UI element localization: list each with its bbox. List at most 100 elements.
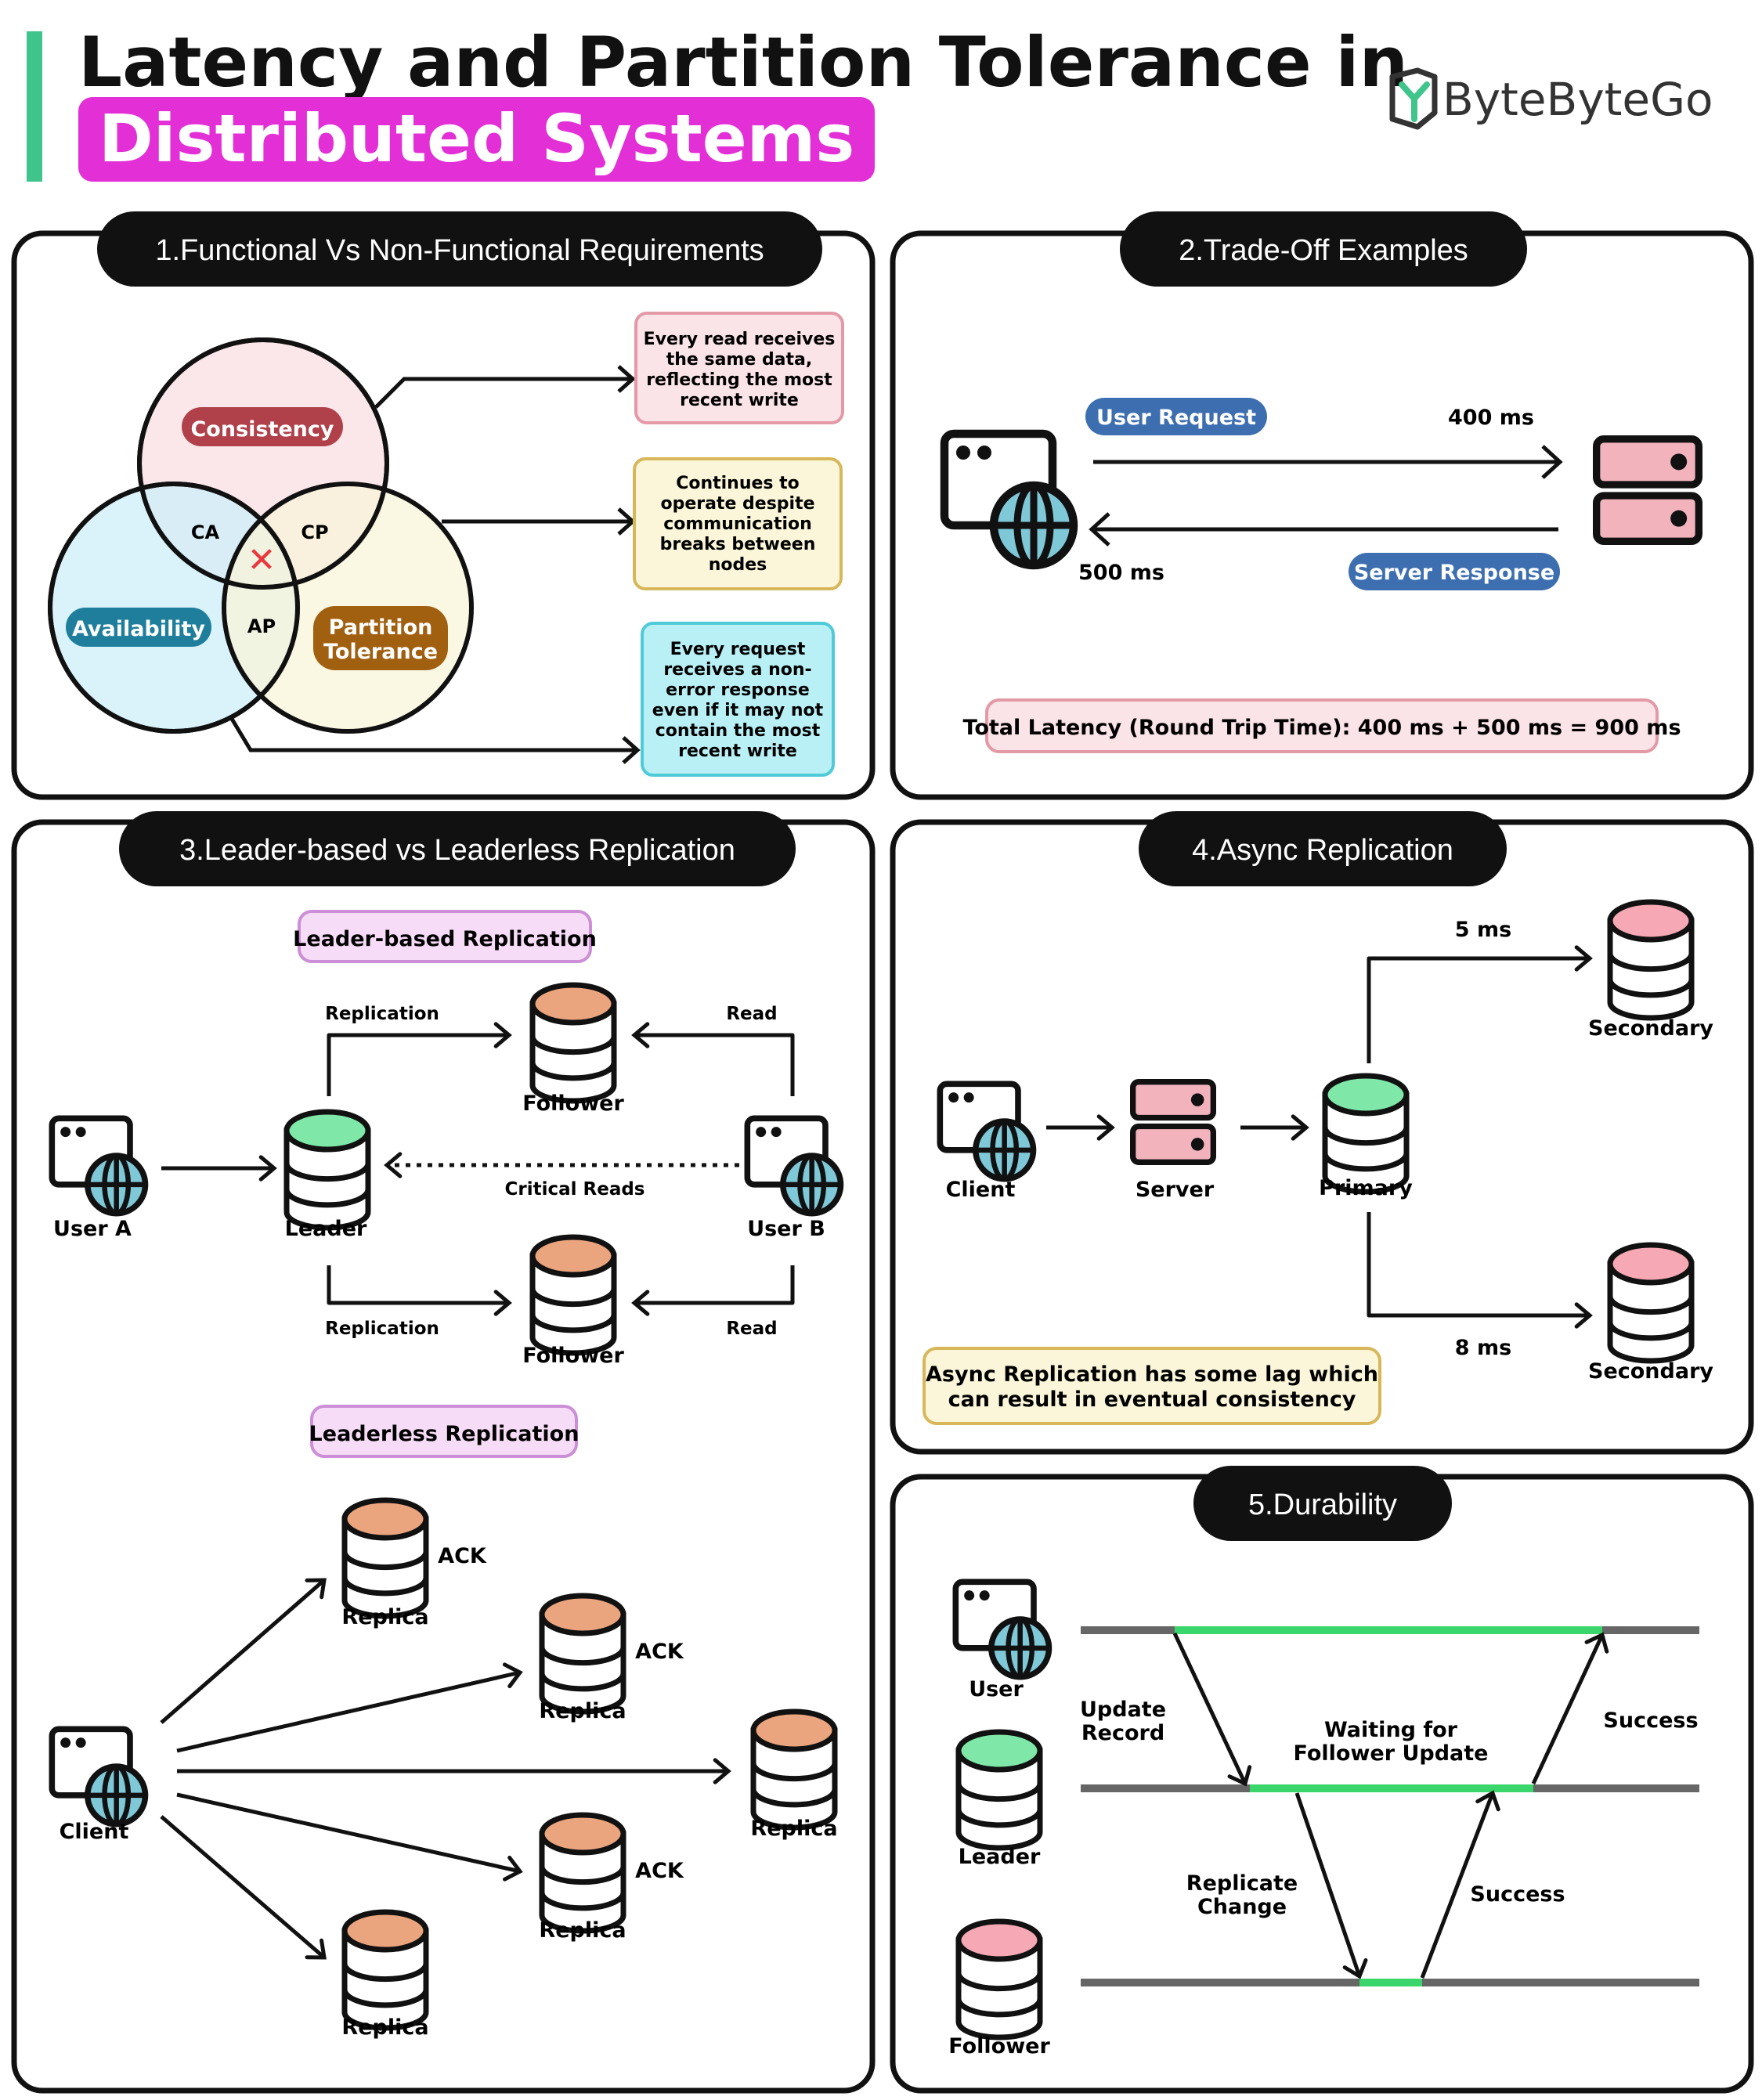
primary-database-icon bbox=[1322, 1073, 1410, 1195]
partition-def-line: breaks between bbox=[660, 535, 816, 554]
partition-label-2: Tolerance bbox=[323, 640, 438, 664]
consistency-label-pill bbox=[182, 407, 343, 446]
follower-label: Follower bbox=[522, 1091, 624, 1116]
user-request-label: User Request bbox=[1096, 406, 1256, 430]
ap-label: AP bbox=[247, 615, 276, 637]
replicate-change-label: Change bbox=[1197, 1895, 1287, 1919]
panel-4-title: 4.Async Replication bbox=[1192, 834, 1453, 867]
waiting-label: Follower Update bbox=[1294, 1741, 1489, 1766]
replica-label: Replica bbox=[341, 2015, 428, 2040]
ack-label: ACK bbox=[635, 1859, 684, 1883]
async-note-line: can result in eventual consistency bbox=[948, 1387, 1356, 1412]
replica-label: Replica bbox=[539, 1699, 626, 1723]
async-note-line: Async Replication has some lag which bbox=[926, 1362, 1378, 1387]
replication-arrow-top bbox=[327, 1033, 509, 1096]
replica-label: Replica bbox=[750, 1817, 837, 1841]
user-label: User bbox=[969, 1677, 1024, 1701]
client-browser-icon bbox=[52, 1729, 145, 1824]
consistency-def-line: the same data, bbox=[666, 350, 813, 370]
cp-label: CP bbox=[301, 521, 328, 543]
panel-4-title-pill bbox=[1139, 811, 1507, 886]
total-latency-box bbox=[985, 698, 1659, 753]
success-label: Success bbox=[1603, 1709, 1698, 1733]
client-label: Client bbox=[60, 1820, 129, 1844]
client-to-replica-arrow bbox=[176, 1670, 521, 1753]
success-label: Success bbox=[1470, 1882, 1565, 1907]
user-a-label: User A bbox=[53, 1217, 132, 1241]
availability-def-line: contain the most bbox=[655, 721, 821, 741]
cross-icon: ✕ bbox=[247, 540, 276, 580]
panel-1-title: 1.Functional Vs Non-Functional Requireme… bbox=[155, 234, 764, 267]
availability-def-line: even if it may not bbox=[652, 701, 824, 720]
user-request-pill bbox=[1085, 398, 1267, 435]
client-to-replica-arrow-head bbox=[305, 1578, 327, 1600]
server-response-label: Server Response bbox=[1354, 561, 1554, 585]
consistency-label: Consistency bbox=[190, 417, 334, 442]
waiting-label: Waiting for bbox=[1324, 1718, 1458, 1742]
primary-to-secondary-arrow-head bbox=[1574, 1302, 1593, 1329]
panel-2-title: 2.Trade-Off Examples bbox=[1179, 234, 1468, 267]
availability-def-line: recent write bbox=[678, 741, 797, 761]
total-latency-text: Total Latency (Round Trip Time): 400 ms … bbox=[962, 716, 1681, 740]
partition-label-1: Partition bbox=[329, 615, 433, 640]
page-title-highlight: Distributed Systems bbox=[78, 97, 876, 182]
server-to-primary-arrow-head bbox=[1291, 1114, 1309, 1141]
secondary-database-icon bbox=[1607, 1242, 1695, 1364]
replica-database-icon bbox=[341, 1497, 429, 1619]
read-label: Read bbox=[726, 1319, 777, 1339]
panel-5-title: 5.Durability bbox=[1248, 1488, 1397, 1521]
leader-label: Leader bbox=[285, 1217, 367, 1241]
consistency-def-line: recent write bbox=[680, 391, 799, 410]
replica-database-icon bbox=[539, 1593, 626, 1715]
server-label: Server bbox=[1136, 1178, 1215, 1202]
critical-reads-arrow-head bbox=[384, 1152, 403, 1178]
replicate-change-label: Replicate bbox=[1186, 1871, 1298, 1896]
replication-arrow-top-head bbox=[493, 1022, 512, 1048]
secondary-database-icon bbox=[1607, 899, 1695, 1021]
availability-def-line: receives a non- bbox=[663, 660, 811, 680]
server-icon bbox=[1133, 1082, 1214, 1163]
replica-database-icon bbox=[341, 1909, 429, 2031]
client-to-server-arrow-head bbox=[1096, 1114, 1115, 1141]
replication-label: Replication bbox=[325, 1319, 439, 1339]
request-latency: 400 ms bbox=[1448, 406, 1534, 430]
replication-arrow-bottom bbox=[327, 1265, 509, 1305]
bytebytego-logo-icon bbox=[1389, 67, 1438, 130]
primary-label: Primary bbox=[1319, 1176, 1413, 1200]
read-arrow-top-head bbox=[631, 1022, 650, 1048]
user-a-browser-icon bbox=[52, 1118, 145, 1213]
client-label: Client bbox=[946, 1178, 1016, 1202]
follower-label: Follower bbox=[522, 1344, 624, 1368]
consistency-definition-box bbox=[634, 312, 844, 424]
availability-def-line: Every request bbox=[670, 640, 806, 659]
update-record-arrow bbox=[1172, 1632, 1247, 1785]
availability-connector bbox=[229, 717, 636, 752]
availability-label-pill bbox=[66, 608, 211, 647]
client-to-replica-arrow bbox=[160, 1579, 326, 1724]
replication-label: Replication bbox=[325, 1004, 439, 1024]
panel-5-title-pill bbox=[1193, 1466, 1452, 1541]
ack-label: ACK bbox=[635, 1640, 684, 1664]
panel-1-title-pill bbox=[97, 211, 822, 287]
follower-database-icon bbox=[955, 1918, 1043, 2040]
user-b-label: User B bbox=[747, 1217, 825, 1241]
user-b-browser-icon bbox=[747, 1118, 840, 1213]
read-arrow-bottom bbox=[634, 1265, 795, 1305]
client-to-replica-arrow-head bbox=[713, 1758, 731, 1784]
partition-def-line: nodes bbox=[709, 555, 767, 575]
async-note-box bbox=[923, 1347, 1381, 1425]
panel-2-title-pill bbox=[1120, 211, 1527, 287]
leader-database-icon bbox=[955, 1729, 1043, 1851]
primary-to-secondary-arrow bbox=[1367, 956, 1590, 1063]
partition-def-line: Continues to bbox=[676, 474, 800, 493]
page-title: Latency and Partition Tolerance in bbox=[78, 22, 1409, 103]
read-arrow-bottom-head bbox=[631, 1290, 650, 1316]
leader-success-arrow-head bbox=[1584, 1632, 1609, 1654]
consistency-connector bbox=[374, 377, 631, 409]
leaderless-label: Leaderless Replication bbox=[309, 1422, 580, 1446]
ca-label: CA bbox=[191, 521, 220, 543]
follower-database-icon bbox=[529, 982, 617, 1104]
latency-top-label: 5 ms bbox=[1455, 918, 1511, 942]
